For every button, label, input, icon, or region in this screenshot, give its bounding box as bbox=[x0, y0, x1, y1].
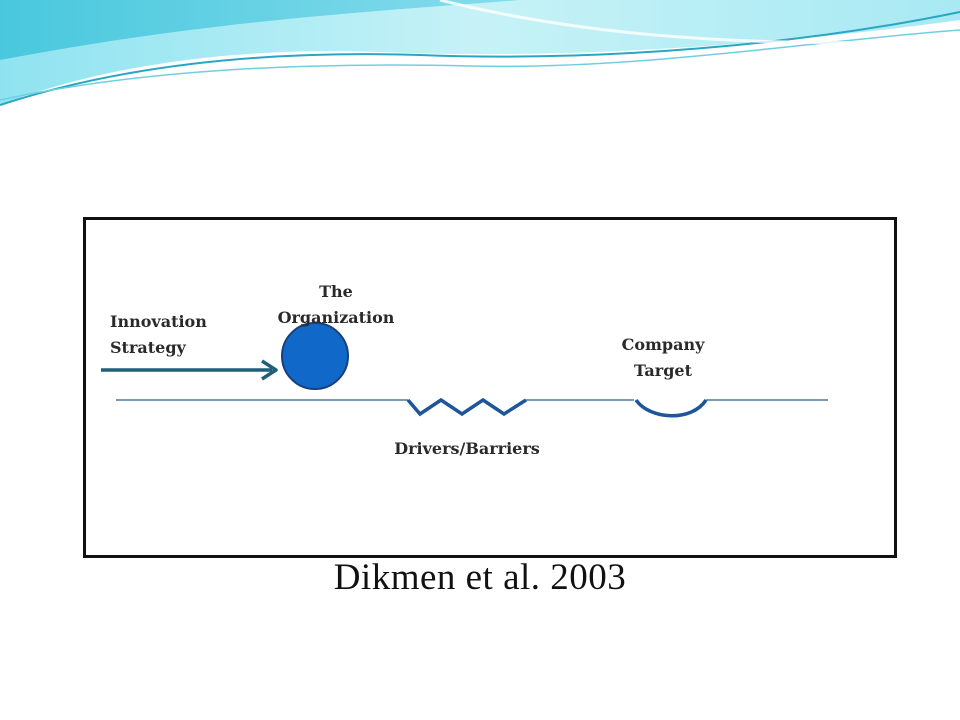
label-innovation-line1: Innovation bbox=[110, 312, 207, 331]
drivers-barriers-spring bbox=[406, 397, 527, 417]
innovation-arrow-head bbox=[261, 359, 278, 381]
label-organization-line2: Organization bbox=[278, 308, 395, 327]
label-company-target-line1: Company bbox=[622, 335, 706, 354]
diagram-frame: Innovation Strategy The Organization Com… bbox=[83, 217, 897, 558]
header-swoosh-decoration bbox=[0, 0, 960, 106]
citation-text: Dikmen et al. 2003 bbox=[333, 557, 627, 598]
label-organization-line1: The bbox=[319, 282, 353, 301]
organization-circle bbox=[281, 322, 349, 390]
label-company-target-line2: Target bbox=[634, 361, 693, 380]
label-drivers-barriers: Drivers/Barriers bbox=[394, 439, 540, 458]
label-innovation-line2: Strategy bbox=[110, 338, 187, 357]
company-target-cup bbox=[634, 398, 708, 418]
innovation-diagram: Innovation Strategy The Organization Com… bbox=[101, 282, 828, 458]
